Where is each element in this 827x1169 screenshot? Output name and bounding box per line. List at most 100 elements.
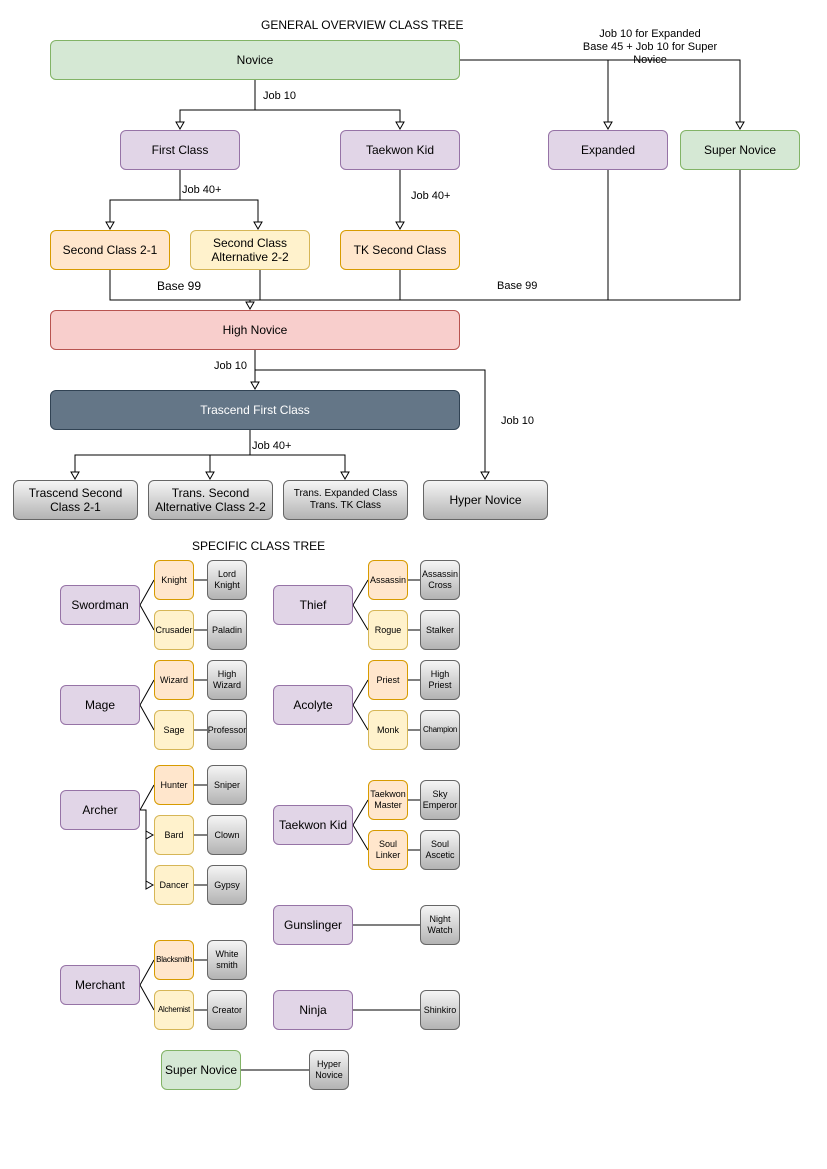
job40-tk-label: Job 40+: [411, 190, 451, 202]
taekwon-kid-node[interactable]: Taekwon Kid: [340, 130, 460, 170]
first-class-node[interactable]: First Class: [120, 130, 240, 170]
sky-emperor-line-2: Emperor: [422, 800, 458, 810]
shinkiro-node[interactable]: Shinkiro: [420, 990, 460, 1030]
taekwon-master-line-1: Taekwon: [370, 789, 406, 800]
trans-alt-line-1: Trans. Second: [171, 485, 250, 500]
sky-emperor-line-1: Sky: [432, 789, 448, 800]
high-novice-node[interactable]: High Novice: [50, 310, 460, 350]
second-alt-line-2: Alternative 2-2: [211, 250, 289, 264]
novice-node[interactable]: Novice: [50, 40, 460, 80]
soul-linker-line-1: Soul: [378, 839, 397, 850]
lord-knight-line-1: Lord: [217, 569, 236, 580]
sage-node[interactable]: Sage: [154, 710, 194, 750]
clown-node[interactable]: Clown: [207, 815, 247, 855]
expanded-node[interactable]: Expanded: [548, 130, 668, 170]
crusader-node[interactable]: Crusader: [154, 610, 194, 650]
stalker-node[interactable]: Stalker: [420, 610, 460, 650]
lord-knight-line-2: Knight: [214, 580, 240, 590]
creator-node[interactable]: Creator: [207, 990, 247, 1030]
note-line-1: Job 10 for Expanded: [599, 28, 701, 40]
trans-exp-line-2: Trans. TK Class: [309, 500, 382, 511]
professor-node[interactable]: Professor: [207, 710, 247, 750]
soul-ascetic-line-1: Soul: [430, 839, 449, 850]
mage-node[interactable]: Mage: [60, 685, 140, 725]
tk-second-class-node[interactable]: TK Second Class: [340, 230, 460, 270]
assassin-cross-line-1: Assassin: [421, 569, 458, 580]
night-watch-line-1: Night: [429, 914, 451, 925]
second-class-2-1-node[interactable]: Second Class 2-1: [50, 230, 170, 270]
taekwon-kid-specific-node[interactable]: Taekwon Kid: [273, 805, 353, 845]
monk-node[interactable]: Monk: [368, 710, 408, 750]
swordman-node[interactable]: Swordman: [60, 585, 140, 625]
taekwon-master-line-2: Master: [374, 800, 402, 810]
rogue-node[interactable]: Rogue: [368, 610, 408, 650]
wizard-node[interactable]: Wizard: [154, 660, 194, 700]
general-tree-title: GENERAL OVERVIEW CLASS TREE: [261, 18, 464, 32]
blacksmith-node[interactable]: Blacksmith: [154, 940, 194, 980]
alchemist-node[interactable]: Alchemist: [154, 990, 194, 1030]
expanded-requirement-note: Job 10 for Expanded Base 45 + Job 10 for…: [565, 28, 735, 68]
acolyte-node[interactable]: Acolyte: [273, 685, 353, 725]
archer-node[interactable]: Archer: [60, 790, 140, 830]
specific-tree-title: SPECIFIC CLASS TREE: [192, 539, 326, 553]
trans-second-line-1: Trascend Second: [28, 485, 123, 500]
high-priest-line-2: Priest: [428, 680, 452, 690]
merchant-node[interactable]: Merchant: [60, 965, 140, 1005]
knight-node[interactable]: Knight: [154, 560, 194, 600]
ninja-node[interactable]: Ninja: [273, 990, 353, 1030]
paladin-node[interactable]: Paladin: [207, 610, 247, 650]
high-wizard-line-1: High: [217, 669, 237, 680]
dancer-node[interactable]: Dancer: [154, 865, 194, 905]
high-priest-line-1: High: [430, 669, 450, 680]
thief-node[interactable]: Thief: [273, 585, 353, 625]
hyper-novice-line-2: Novice: [315, 1070, 343, 1080]
trans-alt-line-2: Alternative Class 2-2: [155, 500, 266, 514]
soul-ascetic-line-2: Ascetic: [425, 850, 455, 860]
hunter-node[interactable]: Hunter: [154, 765, 194, 805]
job40-label: Job 40+: [182, 184, 222, 196]
job10-hyper-label: Job 10: [501, 415, 535, 427]
hyper-novice-line-1: Hyper: [316, 1059, 341, 1070]
base99-label-left: Base 99: [157, 279, 202, 293]
hyper-novice-node[interactable]: Hyper Novice: [423, 480, 548, 520]
high-wizard-line-2: Wizard: [212, 680, 241, 690]
sniper-node[interactable]: Sniper: [207, 765, 247, 805]
job10-label: Job 10: [263, 90, 297, 102]
base99-label-right: Base 99: [497, 280, 538, 292]
soul-linker-line-2: Linker: [375, 850, 401, 860]
job10-high-label: Job 10: [214, 360, 248, 372]
champion-node[interactable]: Champion: [420, 710, 460, 750]
second-alt-line-1: Second Class: [212, 235, 288, 250]
note-line-2: Base 45 + Job 10 for Super Novice: [582, 41, 718, 67]
gypsy-node[interactable]: Gypsy: [207, 865, 247, 905]
priest-node[interactable]: Priest: [368, 660, 408, 700]
whitesmith-line-1: White: [215, 949, 239, 960]
trascend-first-class-node[interactable]: Trascend First Class: [50, 390, 460, 430]
super-novice-specific-node[interactable]: Super Novice: [161, 1050, 241, 1090]
super-novice-node[interactable]: Super Novice: [680, 130, 800, 170]
gunslinger-node[interactable]: Gunslinger: [273, 905, 353, 945]
trans-exp-line-1: Trans. Expanded Class: [293, 488, 398, 499]
assassin-node[interactable]: Assassin: [368, 560, 408, 600]
assassin-cross-line-2: Cross: [428, 580, 452, 590]
bard-node[interactable]: Bard: [154, 815, 194, 855]
job40-trans-label: Job 40+: [252, 440, 292, 452]
night-watch-line-2: Watch: [427, 925, 453, 935]
whitesmith-line-2: smith: [216, 960, 238, 970]
